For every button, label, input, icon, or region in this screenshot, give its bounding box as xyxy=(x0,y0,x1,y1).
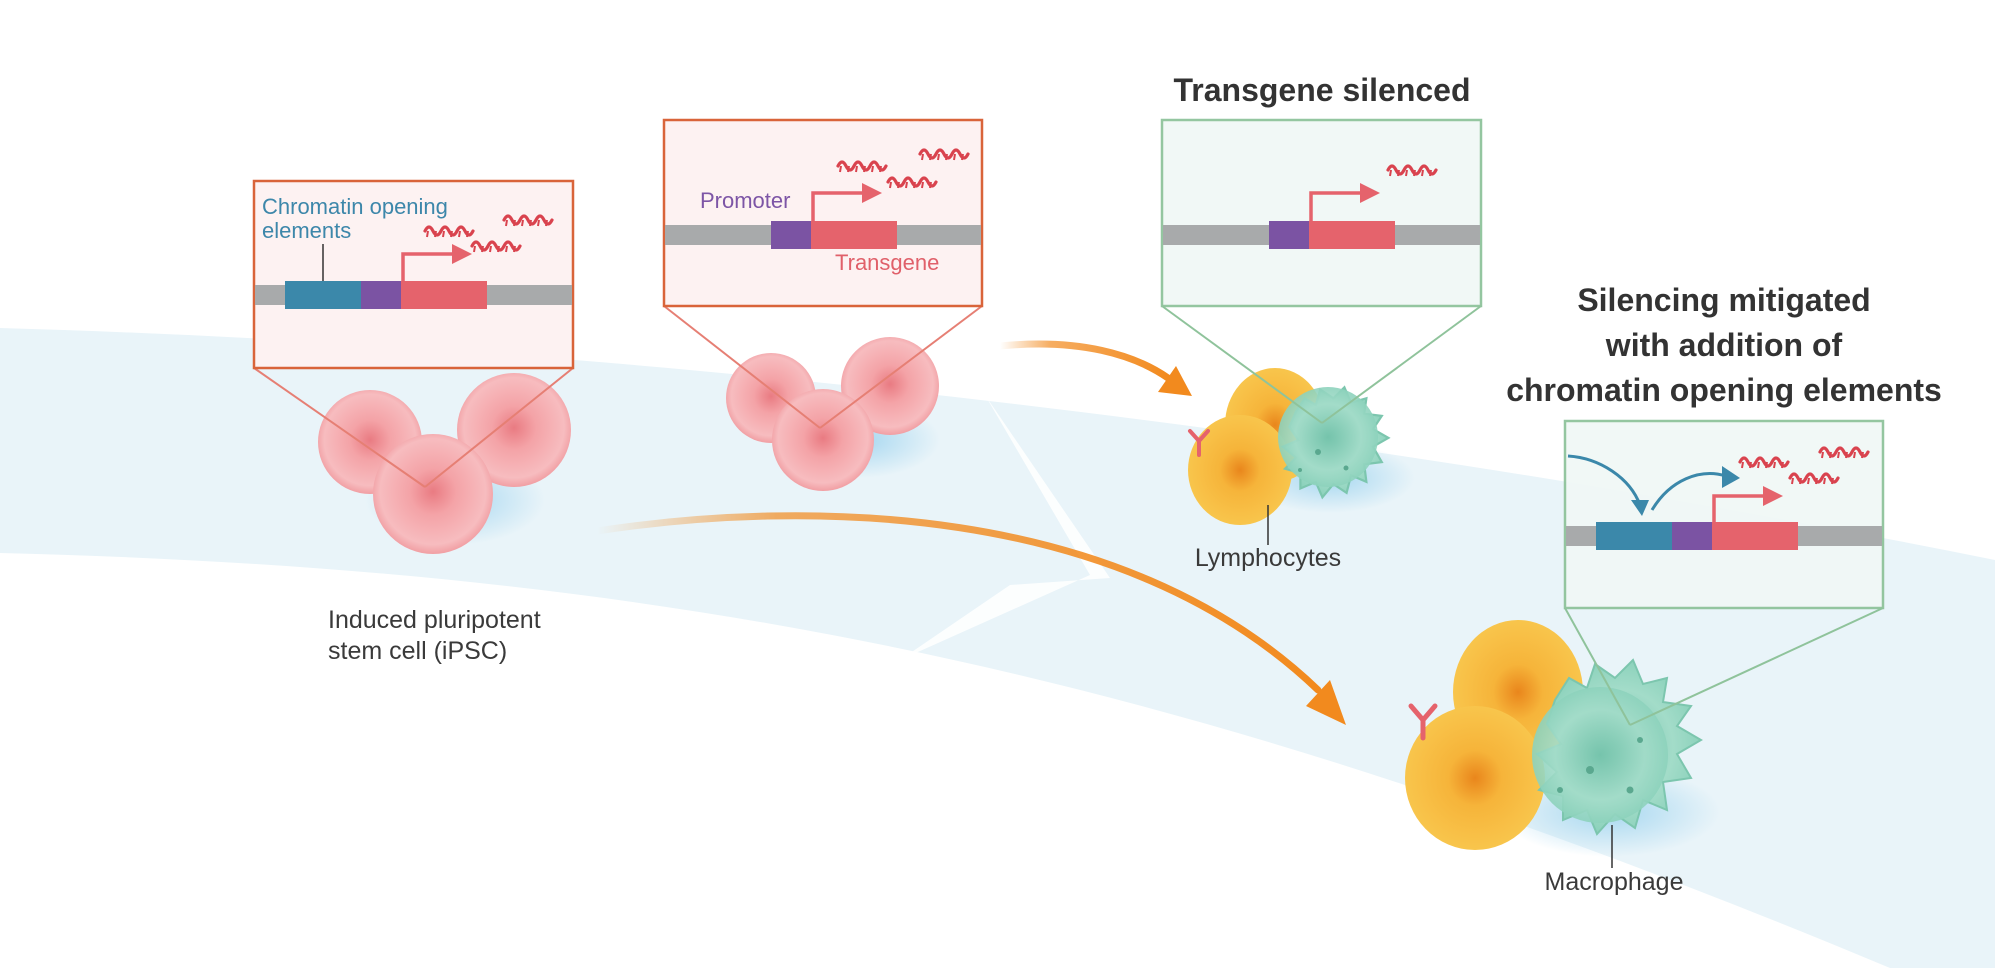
caption-lymphocytes: Lymphocytes xyxy=(1195,544,1341,572)
panel-mitigated xyxy=(1563,419,1885,610)
caption-macrophage: Macrophage xyxy=(1545,868,1684,896)
label-promoter: Promoter xyxy=(700,188,790,213)
label-chromatin-opening: Chromatin opening xyxy=(262,194,448,219)
mitigated-zoom-lines xyxy=(1564,607,1884,726)
label-transgene: Transgene xyxy=(835,250,939,275)
ipsc-cells-2 xyxy=(726,337,940,491)
panel-silenced xyxy=(1160,118,1483,308)
ipsc-zoom-lines-2 xyxy=(663,305,983,429)
title-mitigated-line1: Silencing mitigated xyxy=(1577,282,1870,318)
title-transgene-silenced: Transgene silenced xyxy=(1173,72,1470,108)
panel-promoter-transgene: Promoter Transgene xyxy=(662,118,984,308)
title-mitigated-line3: chromatin opening elements xyxy=(1506,372,1942,408)
panel-chromatin: Chromatin opening elements xyxy=(252,179,575,370)
arrow-to-macrophage xyxy=(593,512,1346,725)
lymphocytes-cells xyxy=(1188,368,1415,525)
title-mitigated-line2: with addition of xyxy=(1605,327,1843,363)
label-elements: elements xyxy=(262,218,351,243)
caption-ipsc-line1: Induced pluripotent xyxy=(328,606,541,634)
caption-ipsc-line2: stem cell (iPSC) xyxy=(328,637,507,665)
silenced-zoom-lines xyxy=(1161,305,1482,424)
ipsc-zoom-lines-1 xyxy=(253,367,574,488)
arrow-to-lymphocytes xyxy=(996,340,1192,396)
macrophage-cells xyxy=(1405,620,1720,857)
